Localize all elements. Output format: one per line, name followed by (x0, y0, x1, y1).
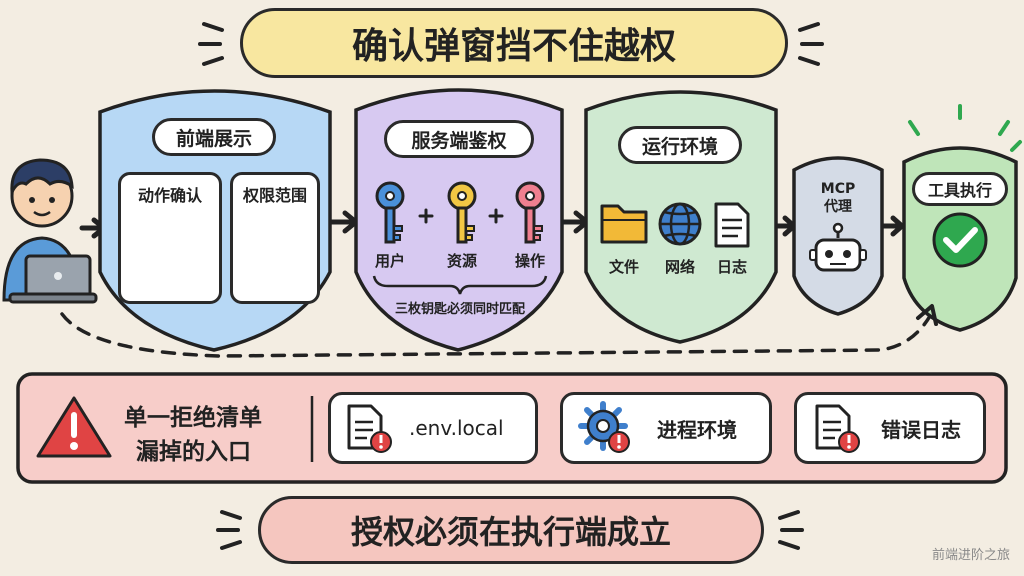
execution-check-icon (932, 212, 988, 268)
page-title: 确认弹窗挡不住越权 (240, 8, 788, 78)
warning-triangle-icon (36, 396, 112, 458)
key-label-action: 操作 (514, 252, 545, 270)
robot-icon (809, 222, 867, 272)
key-label-resource: 资源 (446, 252, 477, 270)
stage-title-runtime: 运行环境 (618, 126, 742, 164)
runtime-label-log: 日志 (716, 258, 747, 276)
stage-title-server-auth: 服务端鉴权 (384, 120, 534, 158)
keys-bracket (372, 275, 548, 295)
mcp-proxy-label: MCP 代理 (820, 181, 856, 215)
missed-entry-error-log: 错误日志 (794, 392, 986, 464)
arrow-auth-to-runtime (557, 210, 590, 234)
stage-title-frontend: 前端展示 (152, 118, 276, 156)
plus-icons (418, 208, 504, 224)
footer-conclusion: 授权必须在执行端成立 (258, 496, 764, 564)
key-action-icon (515, 181, 545, 244)
watermark: 前端进阶之旅 (931, 548, 1010, 563)
footer-right-dashes (778, 510, 804, 550)
missed-entry-process-env: 进程环境 (560, 392, 772, 464)
log-document-icon (714, 202, 750, 248)
page-title-text: 确认弹窗挡不住越权 (351, 26, 676, 67)
runtime-label-file: 文件 (608, 258, 639, 276)
log-warning-icon (815, 404, 860, 453)
arrow-mcp-to-exec (879, 215, 905, 237)
key-user-icon (375, 181, 405, 244)
globe-icon (658, 202, 702, 246)
arrow-runtime-to-mcp (773, 215, 797, 237)
user-laptop-icon (2, 158, 98, 304)
warning-title-line2: 漏掉的入口 (136, 439, 251, 465)
folder-icon (600, 204, 648, 244)
file-warning-icon (347, 404, 392, 453)
confirm-action-card (118, 172, 222, 304)
footer-left-dashes (216, 510, 242, 550)
runtime-label-network: 网络 (664, 258, 695, 276)
bypass-dashed-path (60, 312, 932, 358)
arrow-frontend-to-auth (325, 210, 359, 234)
missed-entry-label: 进程环境 (657, 417, 737, 442)
stage-title-execution: 工具执行 (912, 172, 1008, 206)
missed-entry-env-file: .env.local (328, 392, 538, 464)
missed-entry-label: .env.local (409, 416, 504, 440)
key-resource-icon (447, 181, 477, 244)
scope-label: 权限范围 (242, 186, 307, 205)
footer-conclusion-text: 授权必须在执行端成立 (350, 513, 671, 551)
scope-card (230, 172, 320, 304)
gear-warning-icon (578, 401, 630, 453)
title-left-dashes (198, 22, 224, 66)
key-label-user: 用户 (374, 252, 405, 270)
sparkle-icon (908, 104, 1022, 152)
warning-title-line1: 单一拒绝清单 (124, 405, 262, 431)
missed-entry-label: 错误日志 (881, 417, 961, 442)
keys-note: 三枚钥匙必须同时匹配 (394, 302, 525, 317)
confirm-action-label: 动作确认 (137, 186, 202, 205)
title-right-dashes (798, 22, 824, 66)
bypass-arrowhead (916, 304, 938, 326)
